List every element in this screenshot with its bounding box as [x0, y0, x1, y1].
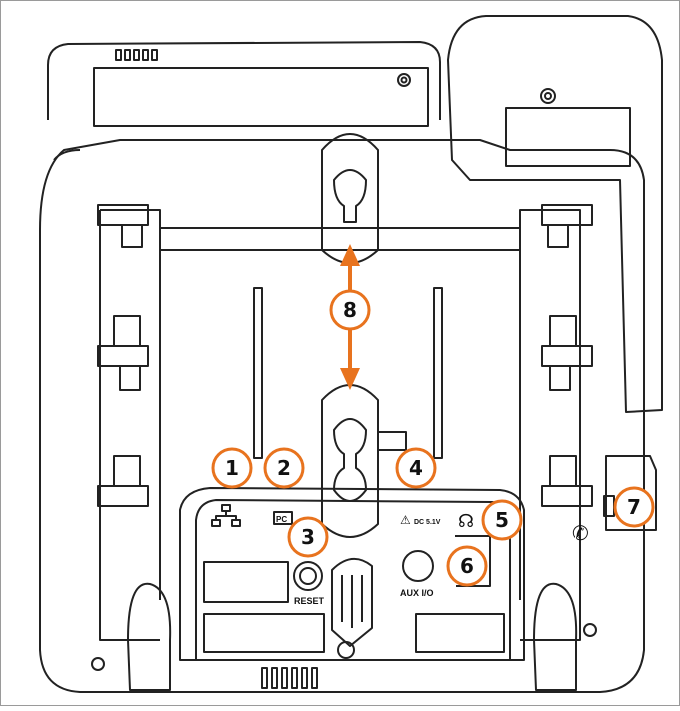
right-foot: [533, 582, 578, 691]
callout-8: 8: [329, 289, 371, 331]
reset-button: [293, 561, 323, 591]
hookswitch-tab: [605, 455, 657, 531]
left-clips: [97, 204, 149, 507]
cable-hook: [331, 558, 373, 647]
pc-label: PC: [276, 515, 287, 524]
dc-label: DC 5.1V: [414, 519, 441, 526]
callout-6: 6: [446, 545, 488, 587]
svg-text:2: 2: [277, 456, 291, 480]
callout-7: 7: [613, 486, 655, 528]
handset-icon: ✆: [572, 523, 589, 545]
aux-port: [402, 550, 434, 582]
network-port-icon: [211, 504, 241, 527]
port-bay: [179, 487, 525, 661]
left-rib: [253, 287, 263, 459]
svg-text:6: 6: [460, 554, 474, 578]
right-foot-screw: [583, 623, 597, 637]
upper-mount-slot: [321, 133, 379, 264]
handset-screw: [540, 88, 556, 104]
callout-3: 3: [287, 516, 329, 558]
warning-icon: ⚠: [400, 513, 411, 527]
right-clips: [541, 204, 593, 507]
handset-cradle: [447, 15, 663, 413]
top-label-slot: [93, 67, 429, 127]
callout-1: 1: [211, 447, 253, 489]
handset-label-slot: [505, 107, 631, 167]
right-rib: [433, 287, 443, 459]
svg-text:4: 4: [409, 456, 423, 480]
svg-text:5: 5: [495, 508, 509, 532]
callout-2: 2: [263, 447, 305, 489]
svg-text:1: 1: [225, 456, 239, 480]
headset-icon: ☊: [458, 511, 474, 531]
lower-mount-slot: [321, 384, 379, 538]
right-bottom-slot: [415, 613, 505, 653]
svg-text:8: 8: [343, 298, 357, 322]
pc-port-icon: [273, 511, 293, 525]
reset-label: RESET: [294, 596, 325, 606]
svg-text:3: 3: [301, 525, 315, 549]
left-bottom-slot: [203, 613, 325, 653]
stand-frame: [100, 209, 581, 641]
callout-5: 5: [481, 499, 523, 541]
headset-port-box: [455, 535, 491, 587]
svg-text:7: 7: [627, 495, 641, 519]
body-top-outline: [47, 41, 441, 120]
tab-4-latch: [377, 431, 407, 451]
aux-label: AUX I/O: [400, 588, 434, 598]
callout-4: 4: [395, 447, 437, 489]
left-foot: [127, 582, 172, 691]
top-screw: [397, 73, 411, 87]
left-lower-slot: [203, 561, 289, 603]
main-body-outline: [39, 139, 645, 693]
top-vents: [115, 49, 158, 61]
left-foot-screw: [91, 657, 105, 671]
bottom-vents: [261, 667, 318, 689]
